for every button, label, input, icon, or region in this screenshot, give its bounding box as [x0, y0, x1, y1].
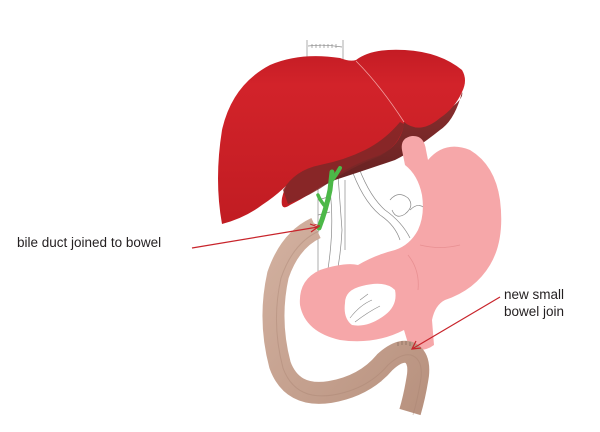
label-line-2: bowel join	[504, 304, 565, 319]
liver-lobe-line	[355, 60, 405, 123]
bowel-shadow	[276, 230, 422, 416]
label-bile-duct-joined: bile duct joined to bowel	[17, 235, 162, 250]
bile-duct	[316, 166, 342, 231]
label-new-small-bowel-join: new small bowel join	[504, 286, 564, 320]
bowel-join-stitches	[397, 341, 411, 346]
arrow-bowel-join	[410, 296, 501, 350]
label-line-1: new small	[504, 287, 565, 302]
small-bowel-limb	[262, 218, 430, 416]
liver	[218, 49, 465, 224]
bowel-loop-gap	[344, 283, 396, 326]
loop-vessels	[349, 293, 381, 323]
stomach-folds	[407, 244, 461, 291]
liver-lower-lobe-shadow	[283, 122, 404, 204]
arrow-bile-duct	[191, 223, 320, 249]
